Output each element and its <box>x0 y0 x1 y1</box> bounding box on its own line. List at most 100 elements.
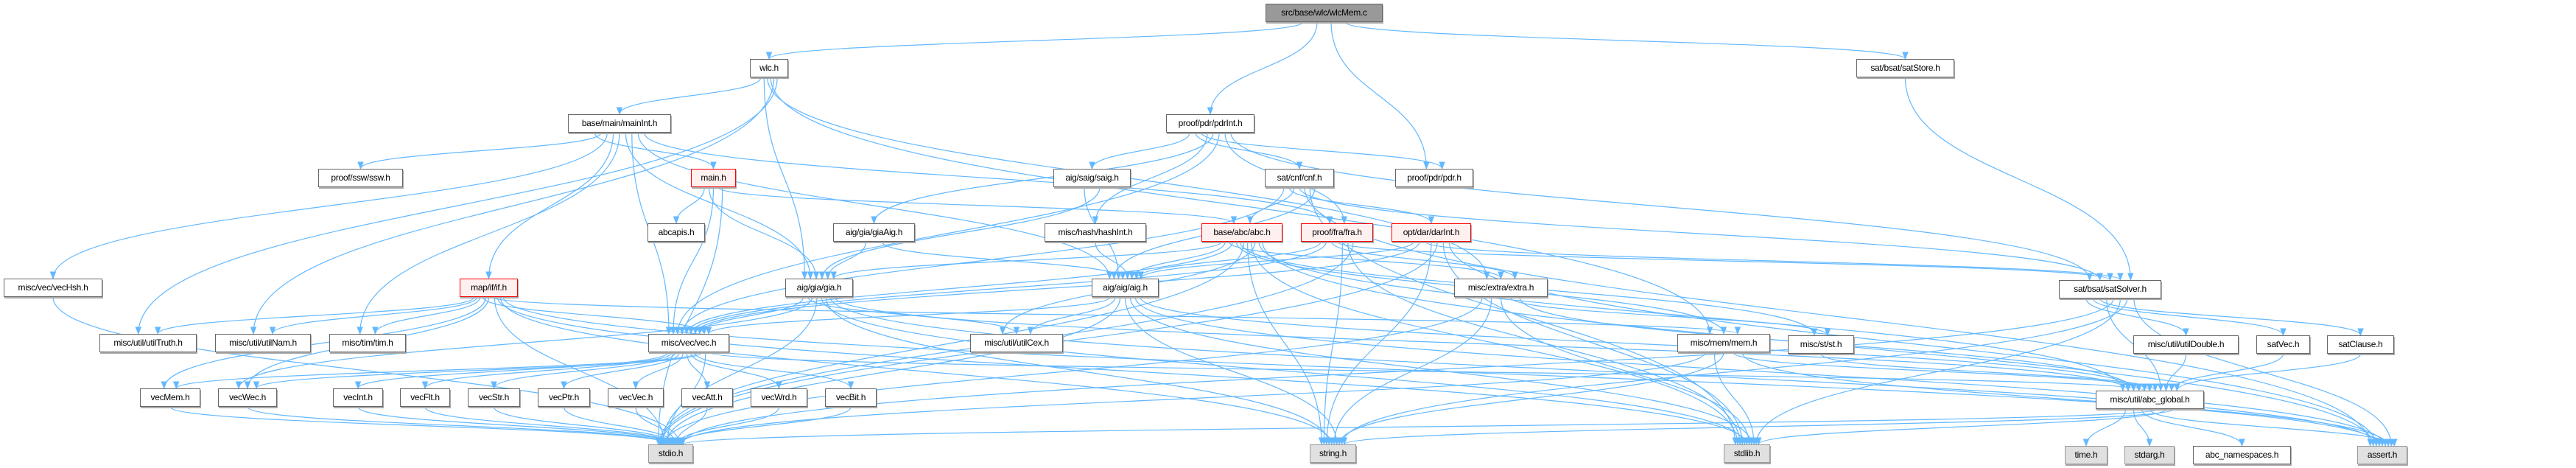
node-vecbit[interactable]: vecBit.h <box>825 388 877 407</box>
node-fra[interactable]: proof/fra/fra.h <box>1301 223 1373 242</box>
node-time[interactable]: time.h <box>2065 446 2108 464</box>
edge-aig-to-assert <box>1134 296 2389 447</box>
edge-darInt-to-vec <box>692 241 1420 335</box>
node-satsolver[interactable]: sat/bsat/satSolver.h <box>2059 280 2161 298</box>
edge-vecMem-to-stdio <box>169 406 672 446</box>
edge-st-to-abc_global <box>1820 353 2158 392</box>
node-darint[interactable]: opt/dar/darInt.h <box>1391 223 1471 242</box>
edge-abc-to-string <box>1247 241 1325 446</box>
node-cnf[interactable]: sat/cnf/cnf.h <box>1265 169 1334 187</box>
node-pdr[interactable]: proof/pdr/pdr.h <box>1395 169 1473 187</box>
node-satstore[interactable]: sat/bsat/satStore.h <box>1856 59 1954 77</box>
edge-wlc-to-utilNam <box>250 77 775 335</box>
node-vecatt[interactable]: vecAtt.h <box>681 388 733 407</box>
edge-darInt-to-string <box>1323 241 1432 446</box>
edge-mem-to-abc_global <box>1733 352 2153 392</box>
node-gia[interactable]: aig/gia/gia.h <box>785 279 853 297</box>
node-mainint[interactable]: base/main/mainInt.h <box>568 114 671 133</box>
node-saig[interactable]: aig/saig/saig.h <box>1053 169 1131 187</box>
edge-extra-to-stdio <box>661 296 1483 446</box>
edge-mainInt-to-main <box>594 132 717 170</box>
node-vecptr[interactable]: vecPtr.h <box>538 388 590 407</box>
edge-satSolver-to-satVec <box>2092 298 2287 337</box>
edge-darInt-to-aig <box>1137 241 1414 280</box>
edge-gia-to-stdlib <box>821 296 1748 446</box>
edge-gia-to-vecWec <box>235 296 813 390</box>
node-vechsh[interactable]: misc/vec/vecHsh.h <box>4 279 102 297</box>
node-utildouble[interactable]: misc/util/utilDouble.h <box>2133 335 2239 354</box>
edge-satSolver-to-utilDouble <box>2085 298 2189 337</box>
edge-fra-to-string <box>1321 241 1343 446</box>
node-vecflt[interactable]: vecFlt.h <box>400 388 450 407</box>
edge-satStore-to-satSolver <box>1904 77 2134 282</box>
edge-abc_global-to-assert <box>2149 408 2398 447</box>
node-vecwrd[interactable]: vecWrd.h <box>751 388 807 407</box>
edge-if-to-vecMem <box>161 296 487 390</box>
node-giaaig[interactable]: aig/gia/giaAig.h <box>833 223 915 242</box>
edge-darInt-to-satSolver <box>1425 241 2124 282</box>
node-tim[interactable]: misc/tim/tim.h <box>329 334 406 352</box>
node-abc-namespaces[interactable]: abc_namespaces.h <box>2193 446 2291 464</box>
node-vecint[interactable]: vecInt.h <box>333 388 383 407</box>
node-main[interactable]: main.h <box>691 169 736 187</box>
node-if[interactable]: map/if/if.h <box>460 279 518 297</box>
node-utilnam[interactable]: misc/util/utilNam.h <box>215 334 311 352</box>
node-vecwec[interactable]: vecWec.h <box>218 388 277 407</box>
edge-abc_global-to-string <box>1341 408 2175 446</box>
edge-abc-to-gia <box>830 241 1222 280</box>
edge-abc_global-to-stdarg <box>2133 408 2153 447</box>
edge-pdrInt-to-hashInt <box>1092 132 1208 225</box>
edge-abc-to-abc_global <box>1258 241 2126 392</box>
edge-giaAig-to-aig <box>882 241 1126 280</box>
node-ssw[interactable]: proof/ssw/ssw.h <box>318 169 403 187</box>
edge-utilDouble-to-abc_global <box>2163 353 2187 392</box>
node-abc[interactable]: base/abc/abc.h <box>1201 223 1282 242</box>
edge-abc_global-to-time <box>2082 408 2127 447</box>
node-stdarg[interactable]: stdarg.h <box>2124 446 2175 464</box>
edge-vec-to-vecBit <box>694 352 854 390</box>
edge-satSolver-to-satClause <box>2099 298 2364 337</box>
node-vecmem[interactable]: vecMem.h <box>140 388 200 407</box>
node-utiltruth[interactable]: misc/util/utilTruth.h <box>99 334 197 352</box>
node-pdrint[interactable]: proof/pdr/pdrInt.h <box>1166 114 1254 133</box>
node-stdlib[interactable]: stdlib.h <box>1724 444 1770 463</box>
node-hashint[interactable]: misc/hash/hashInt.h <box>1045 223 1146 242</box>
node-abcapis[interactable]: abcapis.h <box>647 223 705 242</box>
edge-vec-to-vecStr <box>491 352 676 390</box>
node-assert[interactable]: assert.h <box>2357 446 2407 464</box>
node-string[interactable]: string.h <box>1310 444 1356 463</box>
edge-mainInt-to-tim <box>357 132 620 335</box>
node-satvec[interactable]: satVec.h <box>2256 335 2310 354</box>
edge-pdrInt-to-satSolver <box>1230 132 2093 282</box>
node-mem[interactable]: misc/mem/mem.h <box>1677 334 1770 352</box>
node-extra[interactable]: misc/extra/extra.h <box>1454 279 1548 297</box>
edge-wlcMem-to-wlc <box>765 21 1304 60</box>
edge-abc-to-vec <box>683 241 1233 335</box>
edge-aig-to-stdio <box>663 296 1121 446</box>
node-aig[interactable]: aig/aig/aig.h <box>1092 279 1159 297</box>
edge-abc_global-to-stdio <box>680 408 2159 446</box>
edge-mainInt-to-ssw <box>357 132 602 170</box>
edge-mainInt-to-gia <box>625 132 814 280</box>
edge-aig-to-stdlib <box>1129 296 1755 446</box>
edge-vec-to-vecAtt <box>686 352 711 390</box>
edge-wlc-to-gia <box>763 77 808 280</box>
node-vecstr[interactable]: vecStr.h <box>468 388 520 407</box>
node-st[interactable]: misc/st/st.h <box>1788 335 1854 354</box>
node-abc-global[interactable]: misc/util/abc_global.h <box>2096 391 2204 409</box>
edge-vec-to-vecMem <box>173 352 699 390</box>
node-wlc[interactable]: wlc.h <box>750 59 788 77</box>
edge-satSolver-to-stdlib <box>1752 298 2121 446</box>
edge-if-to-utilNam <box>269 296 478 335</box>
node-vec[interactable]: misc/vec/vec.h <box>648 334 729 352</box>
node-stdio[interactable]: stdio.h <box>648 444 693 463</box>
node-wlcmem[interactable]: src/base/wlc/wlcMem.c <box>1266 4 1383 22</box>
edge-pdrInt-to-vec <box>674 132 1220 335</box>
node-vecvec[interactable]: vecVec.h <box>608 388 664 407</box>
edge-pdrInt-to-giaAig <box>871 132 1214 225</box>
edge-main-to-gia <box>708 186 820 280</box>
node-satclause[interactable]: satClause.h <box>2327 335 2394 354</box>
edge-satSolver-to-string <box>1338 298 2128 446</box>
edge-main-to-vec <box>670 186 715 335</box>
node-utilcex[interactable]: misc/util/utilCex.h <box>970 334 1063 352</box>
